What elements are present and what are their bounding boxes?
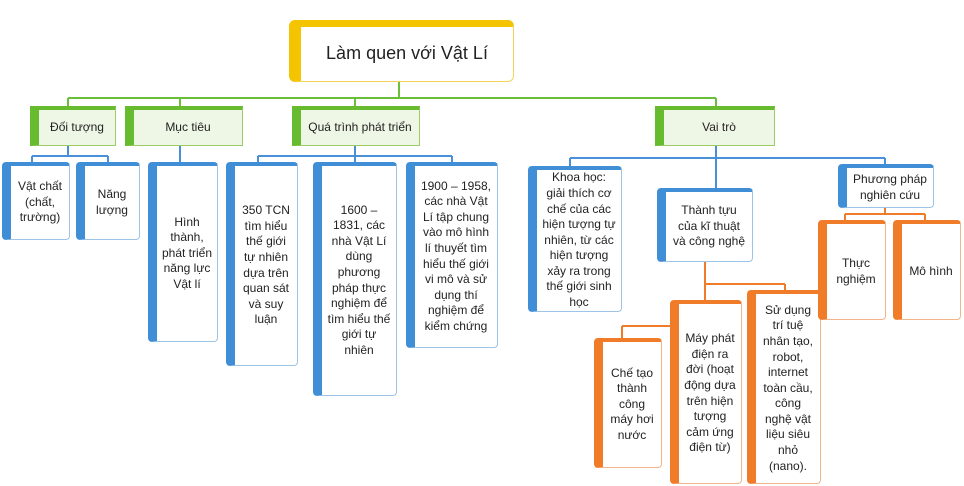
qua-trinh-item-label: 1600 – 1831, các nhà Vật Lí dùng phương … [327,202,391,357]
main-title: Làm quen với Vật Lí [326,43,488,64]
thanh-tuu-item-label: Máy phát điện ra đời (hoạt động dựa trên… [684,331,736,455]
phuong-phap-item-mo-hinh: Mô hình [893,220,961,320]
doi-tuong-item-vat-chat: Vật chất (chất, trường) [2,162,70,240]
vai-tro-khoa-hoc: Khoa học: giải thích cơ chế của các hiện… [528,166,622,312]
thanh-tuu-item-label: Sử dụng trí tuệ nhân tạo, robot, interne… [762,302,814,473]
category-qua-trinh: Quá trình phát triển [292,106,420,146]
category-doi-tuong: Đối tượng [30,106,116,146]
muc-tieu-item: Hình thành, phát triển năng lực Vật lí [148,162,218,342]
vai-tro-phuong-phap-label: Phương pháp nghiên cứu [853,171,927,202]
qua-trinh-item-350-tcn: 350 TCN tìm hiểu thế giới tự nhiên dựa t… [226,162,298,366]
qua-trinh-item-1600: 1600 – 1831, các nhà Vật Lí dùng phương … [313,162,397,396]
thanh-tuu-item-label: Chế tạo thành công máy hơi nước [610,365,654,442]
category-doi-tuong-label: Đối tượng [50,119,104,134]
category-vai-tro-label: Vai trò [702,119,736,134]
thanh-tuu-item-tri-tue-nhan-tao: Sử dụng trí tuệ nhân tạo, robot, interne… [747,290,821,484]
phuong-phap-item-label: Mô hình [909,263,953,278]
vai-tro-phuong-phap: Phương pháp nghiên cứu [838,164,934,208]
category-muc-tieu: Mục tiêu [125,106,243,146]
main-title-box: Làm quen với Vật Lí [289,20,514,82]
qua-trinh-item-label: 1900 – 1958, các nhà Vật Lí tập chung và… [420,178,492,333]
thanh-tuu-item-may-phat-dien: Máy phát điện ra đời (hoạt động dựa trên… [670,300,742,484]
vai-tro-thanh-tuu-label: Thành tựu của kĩ thuật và công nghệ [672,203,746,249]
doi-tuong-item-label: Vật chất (chất, trường) [17,179,63,225]
doi-tuong-item-label: Năng lượng [96,186,128,217]
muc-tieu-item-label: Hình thành, phát triển năng lực Vật lí [161,214,213,291]
qua-trinh-item-1900: 1900 – 1958, các nhà Vật Lí tập chung và… [406,162,498,348]
thanh-tuu-item-may-hoi-nuoc: Chế tạo thành công máy hơi nước [594,338,662,468]
phuong-phap-item-label: Thực nghiệm [836,255,876,286]
category-vai-tro: Vai trò [655,106,775,146]
vai-tro-thanh-tuu: Thành tựu của kĩ thuật và công nghệ [657,188,753,262]
vai-tro-khoa-hoc-label: Khoa học: giải thích cơ chế của các hiện… [542,170,616,310]
doi-tuong-item-nang-luong: Năng lượng [76,162,140,240]
category-qua-trinh-label: Quá trình phát triển [308,119,412,134]
phuong-phap-item-thuc-nghiem: Thực nghiệm [818,220,886,320]
qua-trinh-item-label: 350 TCN tìm hiểu thế giới tự nhiên dựa t… [242,203,290,327]
category-muc-tieu-label: Mục tiêu [165,119,211,134]
